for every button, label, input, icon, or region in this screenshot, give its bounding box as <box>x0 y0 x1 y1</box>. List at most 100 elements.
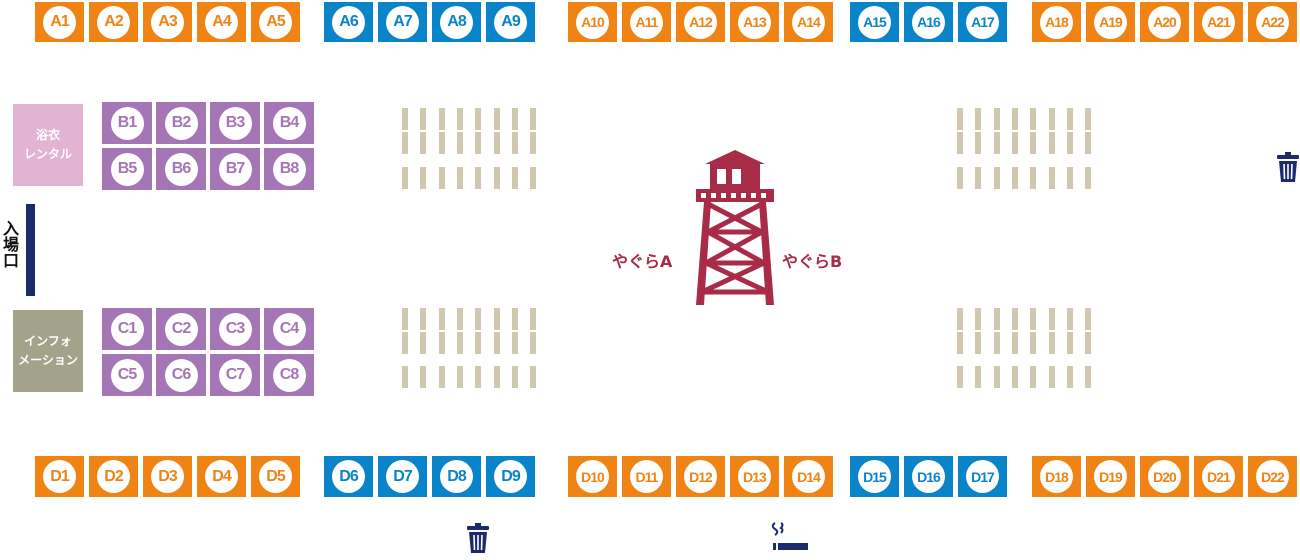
bench <box>438 132 445 154</box>
booth-number: D14 <box>792 460 825 493</box>
booth-number: A9 <box>494 5 527 39</box>
booth-c6[interactable]: C6 <box>156 354 206 396</box>
information-label-2: メーション <box>18 353 78 367</box>
booth-number: B6 <box>164 152 198 186</box>
booth-number: D13 <box>738 460 771 493</box>
booth-a14[interactable]: A14 <box>784 2 833 42</box>
booth-a11[interactable]: A11 <box>622 2 671 42</box>
booth-number: D17 <box>966 460 999 493</box>
booth-d12[interactable]: D12 <box>676 456 725 497</box>
bench <box>420 108 427 130</box>
bench <box>1011 332 1018 354</box>
booth-d20[interactable]: D20 <box>1140 456 1189 497</box>
booth-d2[interactable]: D2 <box>89 456 138 497</box>
booth-a18[interactable]: A18 <box>1032 2 1081 42</box>
booth-d19[interactable]: D19 <box>1086 456 1135 497</box>
booth-b3[interactable]: B3 <box>210 102 260 144</box>
booth-d11[interactable]: D11 <box>622 456 671 497</box>
bench <box>1030 366 1037 388</box>
bench <box>438 108 445 130</box>
booth-number: D7 <box>386 460 419 493</box>
yukata-rental[interactable]: 浴衣 レンタル <box>13 104 83 186</box>
booth-d10[interactable]: D10 <box>568 456 617 497</box>
booth-d6[interactable]: D6 <box>324 456 373 497</box>
booth-d1[interactable]: D1 <box>35 456 84 497</box>
booth-number: A10 <box>576 5 609 39</box>
booth-a7[interactable]: A7 <box>378 2 427 42</box>
booth-number: A15 <box>858 5 891 39</box>
booth-c3[interactable]: C3 <box>210 308 260 350</box>
booth-a10[interactable]: A10 <box>568 2 617 42</box>
booth-number: A17 <box>966 5 999 39</box>
bench <box>402 132 408 154</box>
bench <box>511 332 518 354</box>
bench <box>1030 132 1037 154</box>
booth-a16[interactable]: A16 <box>904 2 953 42</box>
booth-number: D6 <box>332 460 365 493</box>
booth-b2[interactable]: B2 <box>156 102 206 144</box>
bench <box>975 366 982 388</box>
booth-d8[interactable]: D8 <box>432 456 481 497</box>
booth-b5[interactable]: B5 <box>102 148 152 190</box>
booth-d15[interactable]: D15 <box>850 456 899 497</box>
booth-c7[interactable]: C7 <box>210 354 260 396</box>
booth-a4[interactable]: A4 <box>197 2 246 42</box>
booth-d21[interactable]: D21 <box>1194 456 1243 497</box>
booth-d22[interactable]: D22 <box>1248 456 1297 497</box>
booth-b8[interactable]: B8 <box>264 148 314 190</box>
booth-b4[interactable]: B4 <box>264 102 314 144</box>
booth-a1[interactable]: A1 <box>35 2 84 42</box>
booth-a6[interactable]: A6 <box>324 2 373 42</box>
booth-number: C1 <box>110 312 144 346</box>
booth-d18[interactable]: D18 <box>1032 456 1081 497</box>
booth-d4[interactable]: D4 <box>197 456 246 497</box>
booth-a19[interactable]: A19 <box>1086 2 1135 42</box>
booth-b7[interactable]: B7 <box>210 148 260 190</box>
booth-a8[interactable]: A8 <box>432 2 481 42</box>
booth-d13[interactable]: D13 <box>730 456 779 497</box>
booth-b6[interactable]: B6 <box>156 148 206 190</box>
booth-number: A5 <box>259 5 292 39</box>
entrance-gate <box>26 204 35 296</box>
booth-d17[interactable]: D17 <box>958 456 1007 497</box>
booth-d7[interactable]: D7 <box>378 456 427 497</box>
booth-a21[interactable]: A21 <box>1194 2 1243 42</box>
booth-d14[interactable]: D14 <box>784 456 833 497</box>
bench <box>493 332 500 354</box>
booth-number: D20 <box>1148 460 1181 493</box>
booth-a2[interactable]: A2 <box>89 2 138 42</box>
booth-number: C7 <box>218 358 252 392</box>
bench <box>993 366 1000 388</box>
booth-number: C3 <box>218 312 252 346</box>
booth-c5[interactable]: C5 <box>102 354 152 396</box>
booth-a15[interactable]: A15 <box>850 2 899 42</box>
booth-number: B7 <box>218 152 252 186</box>
booth-b1[interactable]: B1 <box>102 102 152 144</box>
booth-number: D19 <box>1094 460 1127 493</box>
booth-d3[interactable]: D3 <box>143 456 192 497</box>
information-booth[interactable]: インフォ メーション <box>13 310 83 392</box>
booth-a5[interactable]: A5 <box>251 2 300 42</box>
booth-d16[interactable]: D16 <box>904 456 953 497</box>
bench <box>475 308 482 330</box>
booth-c2[interactable]: C2 <box>156 308 206 350</box>
bench <box>1085 108 1092 130</box>
booth-c8[interactable]: C8 <box>264 354 314 396</box>
booth-d9[interactable]: D9 <box>486 456 535 497</box>
booth-d5[interactable]: D5 <box>251 456 300 497</box>
booth-a3[interactable]: A3 <box>143 2 192 42</box>
booth-a13[interactable]: A13 <box>730 2 779 42</box>
booth-a20[interactable]: A20 <box>1140 2 1189 42</box>
booth-c1[interactable]: C1 <box>102 308 152 350</box>
booth-a12[interactable]: A12 <box>676 2 725 42</box>
bench <box>475 132 482 154</box>
booth-a22[interactable]: A22 <box>1248 2 1297 42</box>
booth-a17[interactable]: A17 <box>958 2 1007 42</box>
booth-a9[interactable]: A9 <box>486 2 535 42</box>
booth-number: A4 <box>205 5 238 39</box>
bench <box>420 167 427 189</box>
booth-c4[interactable]: C4 <box>264 308 314 350</box>
bench <box>1048 308 1055 330</box>
bench <box>493 108 500 130</box>
booth-number: B5 <box>110 152 144 186</box>
